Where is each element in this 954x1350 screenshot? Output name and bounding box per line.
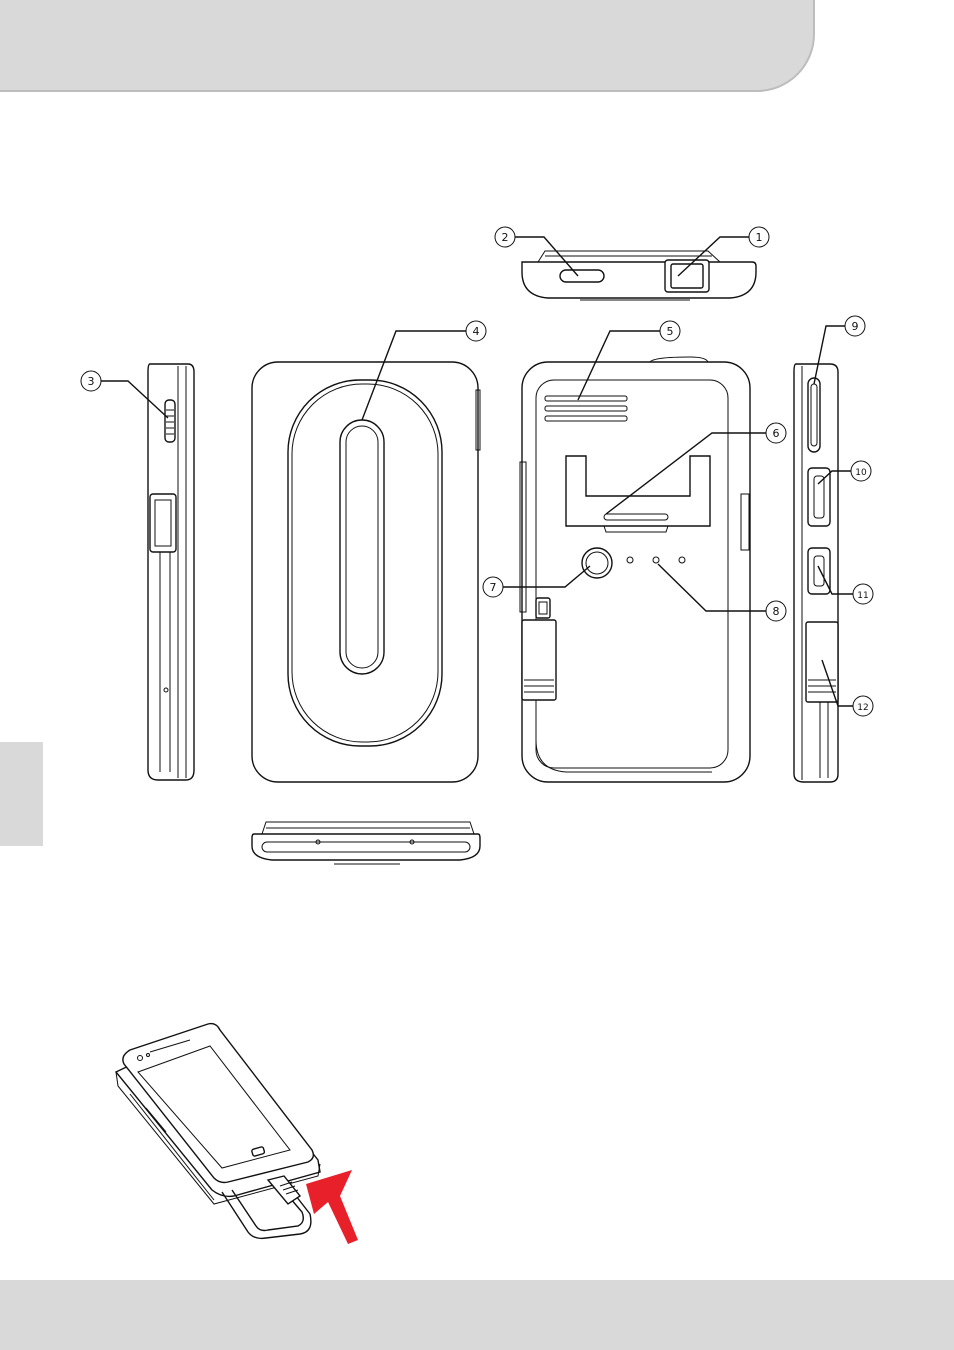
- callout-8: 8: [773, 605, 780, 618]
- callout-7: 7: [490, 581, 497, 594]
- callout-1: 1: [756, 231, 763, 244]
- bottom-view: [252, 822, 480, 864]
- callout-3: 3: [88, 375, 95, 388]
- callout-10: 10: [855, 468, 867, 478]
- front-center-slot: [340, 420, 384, 674]
- callout-5: 5: [667, 325, 674, 338]
- callout-12: 12: [857, 703, 868, 713]
- top-view: [522, 251, 756, 300]
- cable-loop: [222, 1192, 311, 1238]
- callout-4: 4: [473, 325, 480, 338]
- left-side-key: [165, 400, 175, 442]
- callout-2: 2: [502, 231, 509, 244]
- left-side-view: [148, 364, 194, 780]
- phone-charging-illustration: [116, 1024, 358, 1244]
- callout-11: 11: [857, 591, 868, 601]
- back-view: [520, 357, 750, 782]
- right-side-view: [794, 364, 838, 782]
- top-slot: [560, 270, 604, 282]
- insert-arrow: [306, 1170, 358, 1244]
- callout-6: 6: [773, 427, 780, 440]
- card-slot: [808, 548, 830, 594]
- callout-9: 9: [852, 320, 859, 333]
- front-view: [252, 362, 480, 782]
- right-side-slot: [808, 378, 820, 452]
